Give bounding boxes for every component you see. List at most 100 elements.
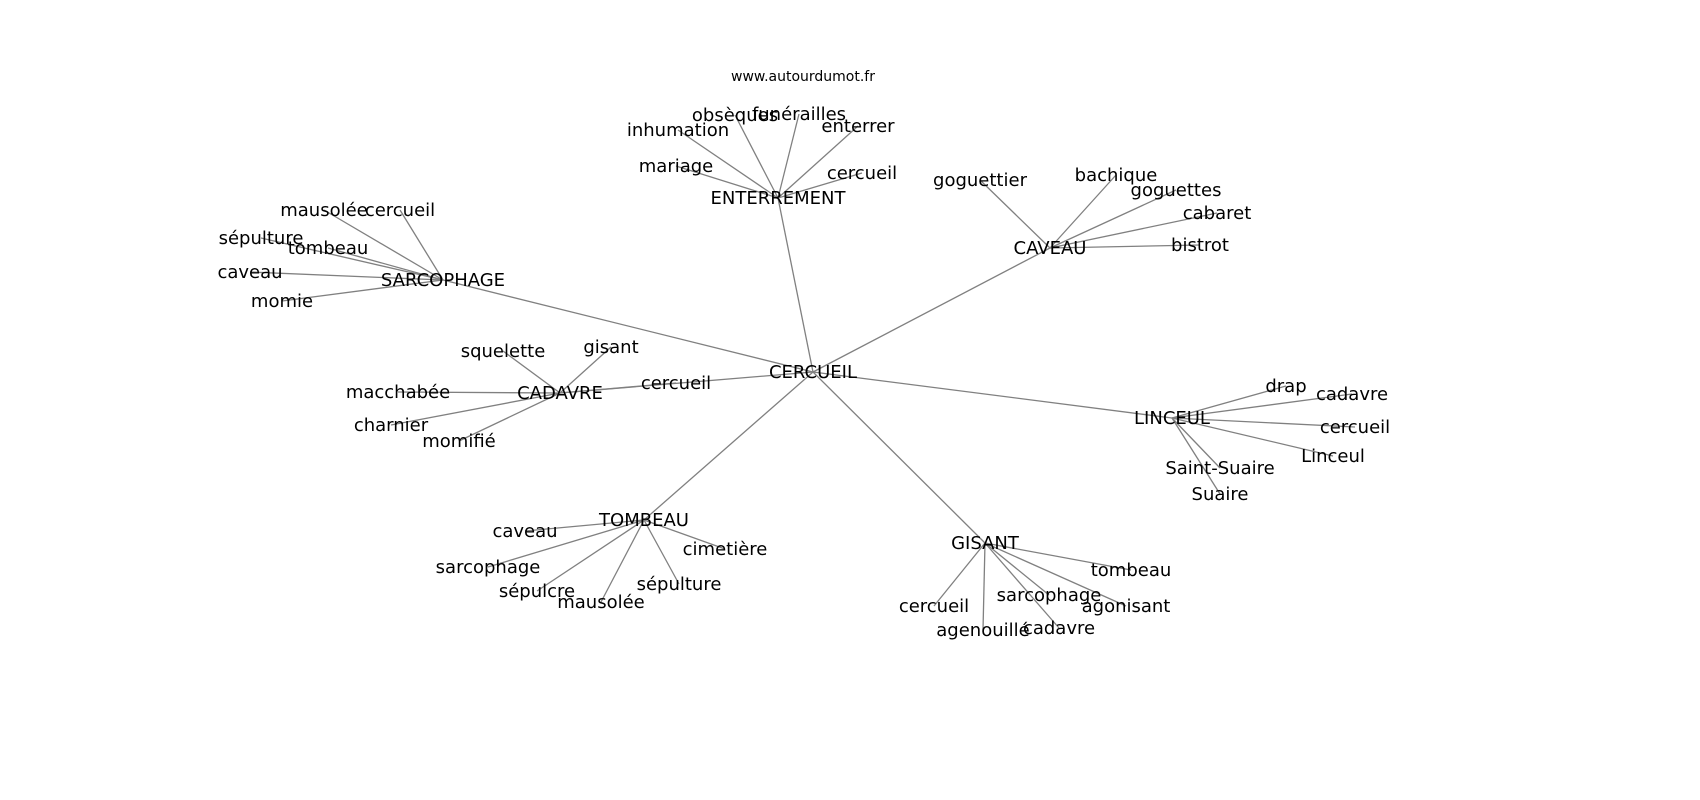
edge-cadavre-leaf: [390, 392, 561, 426]
leaf-node[interactable]: mausolée: [280, 200, 368, 221]
center-node[interactable]: CERCUEIL: [769, 362, 857, 383]
edge-sarcophage-leaf: [327, 247, 444, 281]
edge-center-linceul: [812, 371, 1173, 419]
leaf-node[interactable]: cercueil: [827, 163, 897, 184]
leaf-node[interactable]: agonisant: [1082, 596, 1171, 617]
edge-gisant-leaf: [984, 542, 1050, 596]
edge-center-caveau: [812, 247, 1051, 373]
leaf-node[interactable]: goguettier: [933, 170, 1028, 191]
group-node-cadavre[interactable]: CADAVRE: [517, 383, 603, 404]
edge-sarcophage-leaf: [399, 209, 444, 281]
edge-caveau-leaf: [1049, 174, 1117, 249]
edge-sarcophage-leaf: [281, 279, 444, 302]
edge-caveau-leaf: [1049, 244, 1201, 249]
edge-gisant-leaf: [984, 542, 1060, 629]
leaf-node[interactable]: tombeau: [1091, 560, 1172, 581]
edge-linceul-leaf: [1171, 417, 1221, 495]
leaf-node[interactable]: momie: [251, 291, 313, 312]
edge-cadavre-leaf: [559, 346, 612, 394]
edge-cadavre-leaf: [397, 391, 561, 394]
leaf-node[interactable]: inhumation: [627, 120, 729, 141]
group-node-linceul[interactable]: LINCEUL: [1134, 408, 1210, 429]
leaf-node[interactable]: squelette: [461, 341, 546, 362]
leaf-node[interactable]: cercueil: [365, 200, 435, 221]
leaf-node[interactable]: obsèques: [692, 105, 778, 126]
group-node-tombeau[interactable]: TOMBEAU: [598, 510, 689, 531]
edge-linceul-leaf: [1171, 393, 1353, 419]
edge-cadavre-leaf: [502, 350, 561, 394]
site-title: www.autourdumot.fr: [731, 69, 875, 85]
leaf-node[interactable]: Suaire: [1192, 484, 1249, 505]
edges: [249, 113, 1356, 631]
leaf-node[interactable]: sépulture: [219, 228, 304, 249]
leaf-node[interactable]: agenouillé: [936, 620, 1029, 641]
edge-sarcophage-leaf: [260, 237, 444, 281]
leaf-node[interactable]: cercueil: [1320, 417, 1390, 438]
group-node-enterrement[interactable]: ENTERREMENT: [711, 188, 847, 209]
edge-gisant-leaf: [984, 542, 1127, 607]
leaf-node[interactable]: sépulcre: [499, 581, 575, 602]
edge-center-sarcophage: [442, 279, 814, 373]
leaf-node[interactable]: gisant: [583, 337, 638, 358]
edge-enterrement-leaf: [777, 113, 800, 199]
edge-cadavre-leaf: [559, 382, 677, 394]
edge-caveau-leaf: [1049, 189, 1177, 249]
leaf-node[interactable]: goguettes: [1131, 180, 1222, 201]
leaf-node[interactable]: sarcophage: [997, 585, 1102, 606]
edge-tombeau-leaf: [524, 519, 645, 532]
leaf-node[interactable]: macchabée: [346, 382, 450, 403]
edge-enterrement-leaf: [734, 114, 779, 199]
leaf-node[interactable]: sarcophage: [436, 557, 541, 578]
leaf-node[interactable]: cimetière: [683, 539, 768, 560]
edge-caveau-leaf: [1049, 212, 1218, 249]
edge-center-gisant: [812, 371, 986, 544]
edge-tombeau-leaf: [600, 519, 645, 603]
leaf-node[interactable]: caveau: [492, 521, 557, 542]
leaf-node[interactable]: caveau: [217, 262, 282, 283]
edge-linceul-leaf: [1171, 385, 1287, 419]
leaf-node[interactable]: cercueil: [641, 373, 711, 394]
leaf-node[interactable]: Saint-Suaire: [1165, 458, 1274, 479]
edge-center-tombeau: [643, 371, 814, 521]
leaf-node[interactable]: cadavre: [1023, 618, 1095, 639]
group-node-caveau[interactable]: CAVEAU: [1014, 238, 1087, 259]
edge-linceul-leaf: [1171, 417, 1334, 457]
edge-enterrement-leaf: [675, 165, 779, 199]
group-node-sarcophage[interactable]: SARCOPHAGE: [381, 270, 505, 291]
edge-tombeau-leaf: [536, 519, 645, 592]
edge-sarcophage-leaf: [249, 271, 444, 281]
leaf-node[interactable]: enterrer: [821, 116, 895, 137]
leaf-node[interactable]: cercueil: [899, 596, 969, 617]
edge-caveau-leaf: [979, 179, 1051, 249]
edge-cadavre-leaf: [458, 392, 561, 442]
leaf-node[interactable]: bistrot: [1171, 235, 1229, 256]
leaf-node[interactable]: momifié: [422, 431, 496, 452]
edge-enterrement-leaf: [777, 172, 863, 199]
leaf-node[interactable]: cadavre: [1316, 384, 1388, 405]
leaf-node[interactable]: charnier: [354, 415, 429, 436]
edge-tombeau-leaf: [487, 519, 645, 568]
edge-tombeau-leaf: [643, 519, 726, 550]
leaf-node[interactable]: bachique: [1075, 165, 1158, 186]
edge-linceul-leaf: [1171, 417, 1356, 428]
leaf-node[interactable]: drap: [1265, 376, 1306, 397]
edge-enterrement-leaf: [677, 129, 779, 199]
leaf-node[interactable]: Linceul: [1301, 446, 1365, 467]
leaf-node[interactable]: mariage: [639, 156, 714, 177]
edge-sarcophage-leaf: [323, 209, 444, 281]
edge-gisant-leaf: [982, 542, 986, 631]
leaf-node[interactable]: tombeau: [288, 238, 369, 259]
edge-gisant-leaf: [984, 542, 1132, 571]
leaf-node[interactable]: funérailles: [752, 104, 846, 125]
edge-center-enterrement: [777, 197, 814, 373]
edge-linceul-leaf: [1171, 417, 1221, 469]
group-node-gisant[interactable]: GISANT: [951, 533, 1020, 554]
leaf-node[interactable]: cabaret: [1183, 203, 1252, 224]
edge-enterrement-leaf: [777, 125, 859, 199]
edge-tombeau-leaf: [643, 519, 680, 585]
leaf-node[interactable]: sépulture: [637, 574, 722, 595]
leaf-node[interactable]: mausolée: [557, 592, 645, 613]
